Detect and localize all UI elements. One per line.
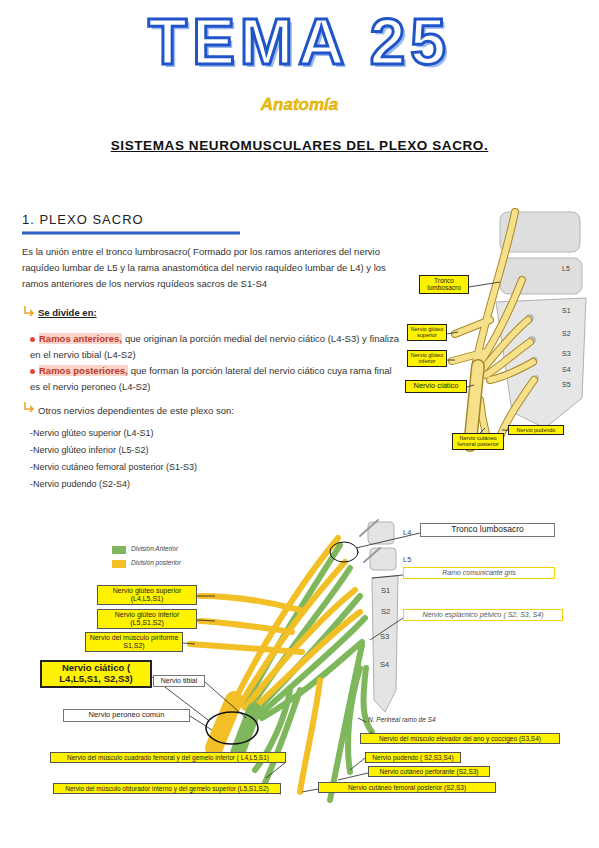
level-label: S3 <box>562 350 582 357</box>
level-label: S2 <box>381 607 397 616</box>
level-label: S2 <box>562 330 582 337</box>
box-text: Nervio esplácnico pélvico ( S2, S3, S4) <box>406 611 560 619</box>
nerve-label: N. Perineal ramo de S4 <box>368 716 468 723</box>
body-text: Es la unión entre el tronco lumbrosacro(… <box>22 244 402 292</box>
box-text: Nervio glúteo superior (L4,L5,S1) <box>100 587 194 603</box>
label-box: Nervio glúteo superior (L4,L5,S1) <box>97 585 197 605</box>
section-rule <box>22 232 240 235</box>
list-item: -Nervio glúteo inferior (L5-S2) <box>30 443 350 457</box>
box-text: Nervio glúteo inferior (L5,S1,S2) <box>100 611 194 627</box>
subject-name: Anatomía <box>0 95 599 115</box>
level-label: S3 <box>380 632 396 641</box>
box-text: Nervio ciático <box>408 382 464 391</box>
level-label: S5 <box>562 381 582 388</box>
box-text: Nervio del músculo elevador del ano y co… <box>363 735 557 742</box>
label-box: Nervio glúteo inferior (L5,S1,S2) <box>97 609 197 629</box>
label-box: Nervio pudendo ( S2,S3,S4) <box>365 752 461 763</box>
box-text: Tronco lumbosacro <box>423 525 552 535</box>
label-box: Nervio cutáneo femoral posterior <box>452 433 504 450</box>
box-text: Nervio glúteo inferior <box>410 352 444 365</box>
label-box: Nervio peroneo común <box>63 709 190 722</box>
legend-text: División Anterior <box>131 545 221 552</box>
list-item: -Nervio glúteo superior (L4-S1) <box>30 426 350 440</box>
box-text: Nervio peroneo común <box>66 711 187 720</box>
box-text: Nervio cutáneo femoral posterior (S2,S3) <box>321 784 493 791</box>
label-box: Nervio glúteo inferior <box>407 350 447 367</box>
arrow-symbol <box>25 402 33 412</box>
box-text: Tronco lumbosacro <box>422 277 466 292</box>
arrow-symbol <box>25 306 33 316</box>
leader-line <box>447 282 530 433</box>
label-box: Tronco lumbosacro <box>420 523 555 537</box>
label-box: Nervio del músculo cuadrado femoral y de… <box>50 752 286 763</box>
level-label: S4 <box>380 660 396 669</box>
bullet-term: Ramos posteriores, <box>39 365 128 376</box>
label-box: Ramo comunicante gris <box>403 567 555 579</box>
list-item: -Nervio cutáneo femoral posterior (S1-S3… <box>30 460 350 474</box>
box-text: Nervio del músculo piriforme S1,S2) <box>88 634 180 650</box>
level-label: S1 <box>381 586 397 595</box>
list-heading: Otros nervios dependientes de este plexo… <box>38 403 358 419</box>
list-item: -Nervio pudendo (S2-S4) <box>30 477 350 491</box>
page-heading: SISTEMAS NEUROMUSCULARES DEL PLEXO SACRO… <box>40 138 559 153</box>
bullet-dot <box>30 369 35 374</box>
label-box: Nervio tibial <box>153 675 205 687</box>
legend-swatch <box>112 546 126 554</box>
box-text: Nervio del músculo cuadrado femoral y de… <box>53 754 283 761</box>
label-box: Nervio cutáneo perforante (S2,S3) <box>368 766 490 777</box>
box-text: Nervio cutáneo perforante (S2,S3) <box>371 768 487 775</box>
box-text: Nervio pudendo ( S2,S3,S4) <box>368 754 458 761</box>
box-text: Nervio del músculo obturador interno y d… <box>56 785 278 792</box>
box-text: Nervio ciático ( L4,L5,S1, S2,S3) <box>44 663 148 685</box>
label-box: Nervio esplácnico pélvico ( S2, S3, S4) <box>403 609 563 621</box>
box-text: Nervio glúteo superior <box>410 326 444 339</box>
section-heading: 1. PLEXO SACRO <box>22 212 262 227</box>
label-box: Tronco lumbosacro <box>419 275 469 294</box>
label-box: Nervio del músculo elevador del ano y co… <box>360 733 560 744</box>
label-box: Nervio del músculo piriforme S1,S2) <box>85 632 183 652</box>
level-label: L4 <box>403 528 419 537</box>
level-label: L5 <box>562 265 582 272</box>
legend-swatch <box>112 560 126 568</box>
page-title: TEMA 25 <box>0 10 599 74</box>
bullet-term: Ramos anteriores, <box>39 333 122 344</box>
spine-drawing <box>368 522 398 712</box>
label-box: Nervio ciático <box>405 380 467 393</box>
nerve-drawing <box>452 212 534 445</box>
list-heading: Se divide en: <box>38 307 158 318</box>
bullet-item: Ramos posteriores,que forman la porción … <box>30 363 402 395</box>
level-label: S1 <box>562 307 582 314</box>
level-label: S4 <box>562 366 582 373</box>
label-box: Nervio pudendo <box>508 425 564 435</box>
box-text: Nervio pudendo <box>511 427 561 433</box>
label-box: Nervio ciático ( L4,L5,S1, S2,S3) <box>40 660 152 688</box>
label-box: Nervio glúteo superior <box>407 324 447 341</box>
level-label: L5 <box>403 555 419 564</box>
bullet-dot <box>30 337 35 342</box>
label-box: Nervio cutáneo femoral posterior (S2,S3) <box>318 782 496 793</box>
box-text: Ramo comunicante gris <box>406 569 552 577</box>
label-box: Nervio del músculo obturador interno y d… <box>53 783 281 794</box>
legend-text: División posterior <box>131 559 221 566</box>
box-text: Nervio cutáneo femoral posterior <box>455 435 501 448</box>
box-text: Nervio tibial <box>156 677 202 685</box>
bullet-item: Ramos anteriores,que originan la porción… <box>30 331 402 363</box>
